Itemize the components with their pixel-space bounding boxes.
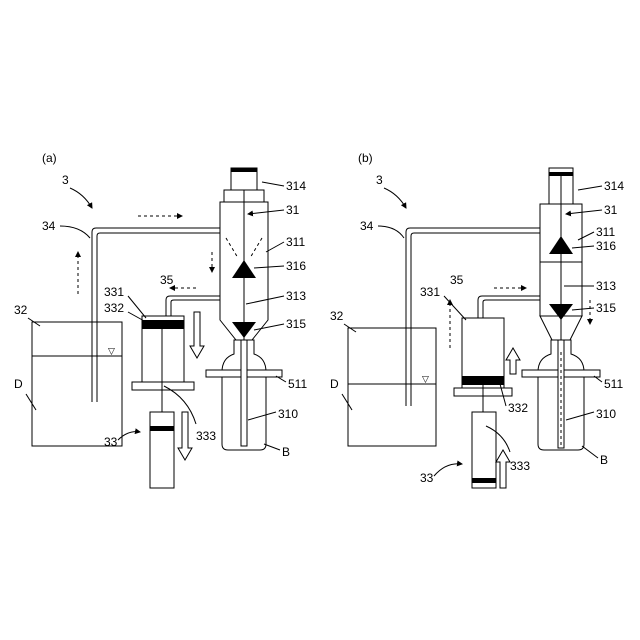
label-pipe-35-b: 35 (450, 273, 464, 287)
panel-a-label: (a) (42, 151, 57, 165)
leader-part-311 (266, 242, 284, 252)
motor-cap-b (549, 172, 573, 176)
leader-device-3-b (384, 188, 406, 208)
motion-arrow-up-upper-b (506, 348, 520, 374)
panel-b: (b) 3 ▽ 32 D 34 35 331 332 33 (330, 151, 624, 488)
label-rod-313: 313 (286, 289, 306, 303)
label-pipe-34: 34 (42, 219, 56, 233)
tank-32-b (348, 328, 436, 446)
tank-32 (32, 322, 122, 446)
label-device-3: 3 (62, 173, 69, 187)
label-liquid-D: D (14, 377, 23, 391)
leader-bottle-B (264, 444, 280, 450)
leader-pipe-34 (60, 226, 90, 238)
cylinder-base-flange (132, 382, 194, 390)
label-valve-316-b: 316 (596, 239, 616, 253)
label-flange-511: 511 (288, 377, 307, 391)
pump-body-33 (150, 412, 174, 488)
water-level-icon-b: ▽ (422, 374, 429, 384)
pump-piston-head-b (472, 478, 496, 483)
tube-310 (241, 340, 247, 446)
label-tank-32-b: 32 (330, 309, 344, 323)
label-pipe-35: 35 (160, 273, 174, 287)
pipe-35-outer-b (478, 296, 540, 318)
label-tube-310-b: 310 (596, 407, 616, 421)
label-pump-33: 33 (104, 435, 118, 449)
label-part-311: 311 (286, 235, 305, 249)
label-flange-511-b: 511 (604, 377, 623, 391)
label-rod-333: 333 (196, 429, 216, 443)
pump-piston-head (150, 426, 174, 431)
label-bottle-B: B (282, 445, 290, 459)
motion-arrow-up-lower-b (496, 450, 510, 488)
panel-b-label: (b) (358, 151, 373, 165)
leader-bottle-B-b (582, 446, 598, 458)
panel-a: (a) 3 ▽ 32 D 34 35 331 332 (14, 151, 307, 488)
label-bottle-B-b: B (600, 453, 608, 467)
motion-arrow-down-lower (178, 412, 192, 460)
pipe-35-inner-b (483, 300, 540, 318)
label-tube-310: 310 (278, 407, 298, 421)
label-piston-332-b: 332 (508, 401, 528, 415)
pump-body-33-b (472, 412, 496, 488)
label-device-3-b: 3 (376, 173, 383, 187)
label-motor-314-b: 314 (604, 179, 624, 193)
label-valve-315-b: 315 (596, 301, 616, 315)
label-valve-316: 316 (286, 259, 306, 273)
leader-device-3 (70, 188, 92, 208)
label-pipe-34-b: 34 (360, 219, 374, 233)
motor-cap (231, 168, 257, 172)
leader-pump-33-b (434, 464, 462, 476)
label-rod-313-b: 313 (596, 279, 616, 293)
label-cylinder-331: 331 (104, 285, 124, 299)
label-vessel-31-b: 31 (604, 203, 618, 217)
label-valve-315: 315 (286, 317, 306, 331)
label-part-311-b: 311 (596, 225, 615, 239)
label-piston-332: 332 (104, 301, 124, 315)
label-liquid-D-b: D (330, 377, 339, 391)
piston-332-b (462, 376, 504, 385)
leader-motor-314 (262, 182, 284, 186)
water-level-icon: ▽ (108, 346, 115, 356)
label-cylinder-331-b: 331 (420, 285, 440, 299)
pipe-35-outer (166, 296, 220, 316)
label-vessel-31: 31 (286, 203, 300, 217)
leader-cylinder-331-b (444, 296, 466, 320)
leader-cylinder-331 (128, 296, 146, 318)
leader-pipe-34-b (378, 226, 404, 238)
label-tank-32: 32 (14, 303, 28, 317)
label-motor-314: 314 (286, 179, 306, 193)
leader-motor-314-b (578, 186, 602, 190)
piston-332 (142, 320, 184, 329)
label-pump-33-b: 33 (420, 471, 434, 485)
motion-arrow-down-upper (190, 312, 204, 358)
label-rod-333-b: 333 (510, 459, 530, 473)
